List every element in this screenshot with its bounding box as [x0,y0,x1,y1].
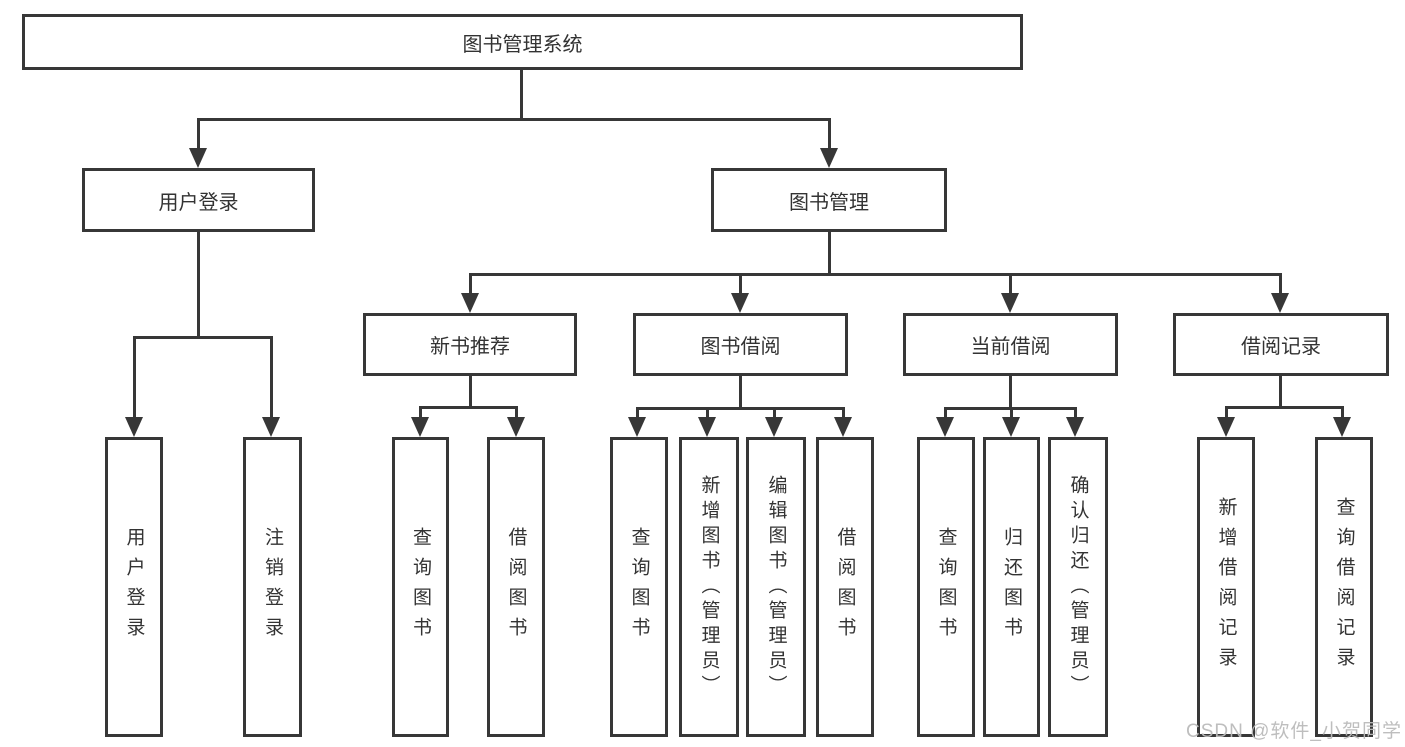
connector-user-login-drop [197,232,200,339]
leaf-br-query-record: 查询借阅记录 [1315,437,1373,737]
arrow-to-cb-confirm [1066,417,1084,437]
leaf-br-add-record: 新增借阅记录 [1197,437,1255,737]
connector-book-borrow-drop [739,376,742,410]
node-book-management: 图书管理 [711,168,947,232]
connector-book-management-hbar [469,273,1282,276]
connector-br-c1-line [1225,406,1228,420]
arrow-to-cb-query [936,417,954,437]
connector-nbr-c1-line [419,406,422,420]
arrow-to-new-book-recommend [461,293,479,313]
leaf-cb-return-books: 归还图书 [983,437,1040,737]
arrow-to-user-login [189,148,207,168]
connector-bb-c2-line [706,407,709,420]
arrow-to-leaf-logout [262,417,280,437]
arrow-to-bb-borrow [834,417,852,437]
connector-to-leaf-logout-line [270,336,273,419]
connector-borrow-records-drop [1279,376,1282,409]
connector-bb-c4-line [842,407,845,420]
connector-cb-c1-line [944,407,947,420]
connector-bb-c3-line [773,407,776,420]
connector-new-book-drop [469,376,472,409]
connector-to-book-borrow-line [739,273,742,295]
connector-to-borrow-records-line [1279,273,1282,295]
arrow-to-bb-query [628,417,646,437]
arrow-to-nbr-borrow [507,417,525,437]
arrow-to-cb-return [1002,417,1020,437]
connector-book-management-drop [828,232,831,276]
arrow-to-nbr-query [411,417,429,437]
arrow-to-br-query [1333,417,1351,437]
leaf-cb-query-books: 查询图书 [917,437,975,737]
arrow-to-bb-add [698,417,716,437]
connector-to-book-management-line [828,118,831,150]
leaf-nbr-borrow-books: 借阅图书 [487,437,545,737]
leaf-bb-add-books-admin: 新增图书（管理员） [679,437,739,737]
arrow-to-book-borrow [731,293,749,313]
connector-to-leaf-login-line [133,336,136,419]
connector-to-user-login-line [197,118,200,150]
leaf-bb-edit-books-admin: 编辑图书（管理员） [746,437,806,737]
arrow-to-book-management [820,148,838,168]
connector-br-c2-line [1341,406,1344,420]
connector-borrow-records-hbar [1225,406,1344,409]
node-current-borrow: 当前借阅 [903,313,1118,376]
leaf-user-login: 用户登录 [105,437,163,737]
connector-root-drop [520,70,523,118]
node-user-login: 用户登录 [82,168,315,232]
arrow-to-leaf-login [125,417,143,437]
connector-book-borrow-hbar [636,407,845,410]
arrow-to-borrow-records [1271,293,1289,313]
connector-cb-c2-line [1010,407,1013,420]
csdn-watermark: CSDN @软件_小贺同学 [1186,721,1402,742]
leaf-logout: 注销登录 [243,437,302,737]
leaf-bb-query-books: 查询图书 [610,437,668,737]
node-new-book-recommend: 新书推荐 [363,313,577,376]
connector-cb-c3-line [1074,407,1077,420]
connector-user-login-hbar [133,336,273,339]
connector-nbr-c2-line [515,406,518,420]
arrow-to-current-borrow [1001,293,1019,313]
leaf-bb-borrow-books: 借阅图书 [816,437,874,737]
connector-new-book-hbar [419,406,518,409]
arrow-to-br-add [1217,417,1235,437]
node-borrow-records: 借阅记录 [1173,313,1389,376]
connector-to-new-book-line [469,273,472,295]
leaf-cb-confirm-return-admin: 确认归还（管理员） [1048,437,1108,737]
leaf-nbr-query-books: 查询图书 [392,437,449,737]
connector-bb-c1-line [636,407,639,420]
connector-to-current-borrow-line [1009,273,1012,295]
node-library-management-system: 图书管理系统 [22,14,1023,70]
connector-root-hbar [197,118,831,121]
node-book-borrow: 图书借阅 [633,313,848,376]
connector-current-borrow-drop [1009,376,1012,410]
arrow-to-bb-edit [765,417,783,437]
